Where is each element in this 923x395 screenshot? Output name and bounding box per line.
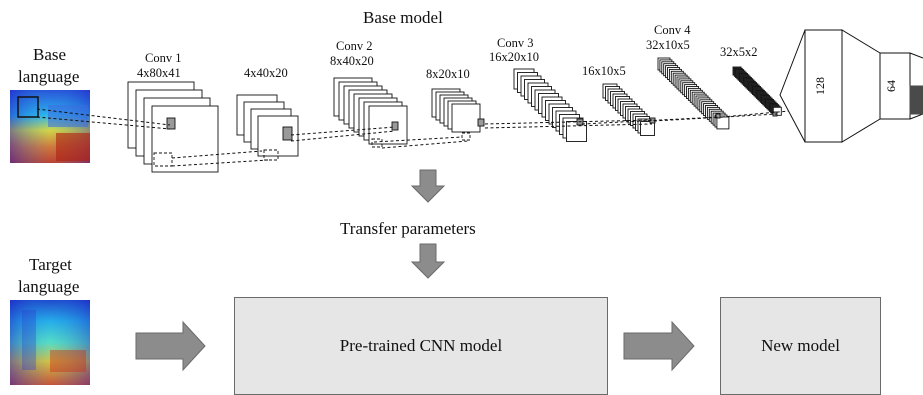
kernel-box	[166, 117, 176, 130]
target-language-label-line2: language	[18, 277, 80, 296]
pooling-window-box	[153, 152, 173, 167]
kernel-box	[282, 126, 293, 141]
fc-layer-128	[804, 29, 843, 143]
layer-3-name: Conv 2	[336, 39, 373, 53]
pooling-window-box	[461, 132, 471, 141]
fc-128-label: 128	[813, 77, 827, 95]
pretrained-cnn-model-label: Pre-trained CNN model	[339, 336, 503, 355]
output-block	[909, 85, 923, 115]
pretrained-cnn-model-box: Pre-trained CNN model	[234, 297, 608, 395]
feature-map-plane	[716, 116, 730, 130]
feature-map-stack-8	[732, 66, 782, 117]
layer-1-dims: 4x80x41	[137, 66, 181, 80]
right-arrow-output	[623, 320, 695, 372]
layer-6-dims: 16x10x5	[582, 64, 626, 78]
receptive-field-box	[17, 96, 39, 118]
layer-7-name: Conv 4	[654, 23, 691, 37]
feature-map-stack-2	[236, 94, 299, 161]
feature-map-stack-7	[657, 57, 730, 130]
layer-5-dims: 16x20x10	[489, 50, 539, 64]
feature-map-stack-5	[513, 68, 587, 142]
kernel-box	[715, 113, 721, 119]
feature-map-plane	[451, 103, 481, 133]
feature-map-stack-1	[127, 81, 219, 173]
base-language-label-line2: language	[18, 67, 80, 86]
kernel-box	[391, 121, 399, 131]
base-language-label-line1: Base	[33, 45, 67, 64]
layer-3-dims: 8x40x20	[330, 54, 374, 68]
projection-lines	[36, 108, 801, 167]
layer-8-dims: 32x5x2	[720, 45, 758, 59]
layer-2-dims: 4x40x20	[244, 66, 288, 80]
down-arrow-transfer-top	[410, 169, 446, 203]
feature-map-stack-6	[602, 83, 656, 136]
feature-map-plane	[566, 121, 587, 142]
feature-map-stack-4	[431, 88, 485, 141]
feature-map-stack-3	[333, 77, 408, 148]
layer-4-dims: 8x20x10	[426, 67, 470, 81]
layer-7-dims: 32x10x5	[646, 38, 690, 52]
diagram-title: Base model	[363, 8, 443, 27]
layer-1-name: Conv 1	[145, 51, 182, 65]
feature-map-plane	[368, 105, 408, 145]
feature-map-stacks	[127, 57, 782, 173]
layer-5-name: Conv 3	[497, 36, 534, 50]
right-arrow-input	[135, 320, 206, 372]
target-spectrogram-image	[10, 300, 90, 385]
down-arrow-transfer-bottom	[410, 243, 446, 279]
new-model-label: New model	[761, 336, 840, 355]
pooling-window-box	[263, 149, 279, 161]
fc-layer-64	[879, 52, 911, 120]
kernel-box	[477, 118, 485, 127]
feature-map-plane	[151, 105, 219, 173]
pooling-window-box	[371, 138, 383, 148]
base-spectrogram-image	[10, 90, 90, 163]
fully-connected-layers	[779, 29, 923, 143]
new-model-box: New model	[720, 297, 881, 395]
fc-64-label: 64	[884, 80, 898, 92]
target-language-label-line1: Target	[29, 255, 72, 274]
transfer-parameters-label: Transfer parameters	[340, 219, 476, 238]
feature-map-plane	[640, 121, 655, 136]
